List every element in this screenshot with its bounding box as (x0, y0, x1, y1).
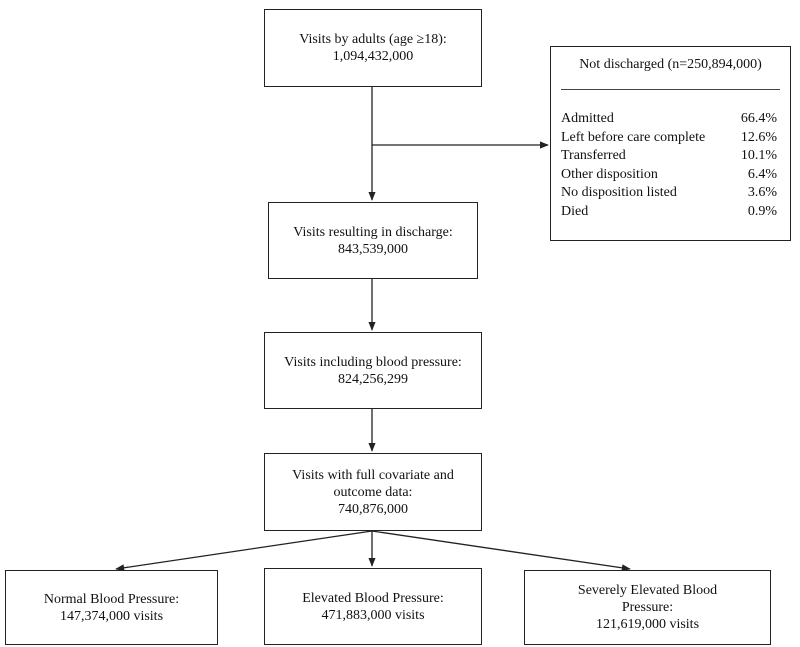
disposition-row-died: Died 0.9% (561, 203, 777, 222)
disposition-row-other: Other disposition 6.4% (561, 166, 777, 185)
adults-visits-label: Visits by adults (age ≥18): (299, 32, 447, 47)
bp-visits-box: Visits including blood pressure: 824,256… (264, 332, 482, 409)
covariate-visits-label-line2: outcome data: (333, 484, 413, 500)
severe-bp-box: Severely Elevated Blood Pressure: 121,61… (524, 570, 771, 645)
normal-bp-label: Normal Blood Pressure: (43, 591, 180, 607)
bp-visits-label: Visits including blood pressure: (284, 354, 462, 370)
normal-bp-count: 147,374,000 visits (59, 608, 164, 624)
disposition-percent: 10.1% (740, 148, 777, 163)
disposition-row-left-before-care: Left before care complete 12.6% (561, 129, 777, 148)
disposition-percent: 6.4% (747, 166, 777, 182)
disposition-label: Admitted (561, 111, 614, 126)
not-discharged-title: Not discharged (n=250,894,000) (579, 57, 762, 72)
disposition-percent: 66.4% (740, 111, 777, 126)
discharge-visits-count: 843,539,000 (338, 241, 408, 257)
not-discharged-divider (561, 89, 780, 90)
normal-bp-box: Normal Blood Pressure: 147,374,000 visit… (5, 570, 218, 645)
adults-visits-count: 1,094,432,000 (332, 49, 414, 64)
disposition-label: Died (561, 203, 589, 219)
disposition-row-admitted: Admitted 66.4% (561, 110, 777, 129)
arrow-covariate-to-normal (115, 530, 373, 572)
discharge-visits-label: Visits resulting in discharge: (293, 224, 453, 240)
covariate-visits-label-line1: Visits with full covariate and (292, 467, 454, 483)
disposition-label: No disposition listed (561, 185, 677, 200)
disposition-row-transferred: Transferred 10.1% (561, 147, 777, 166)
bp-visits-count: 824,256,299 (338, 371, 408, 387)
disposition-percent: 12.6% (740, 129, 777, 145)
disposition-percent: 3.6% (747, 185, 777, 200)
severe-bp-label-line2: Pressure: (621, 600, 674, 615)
adults-visits-box: Visits by adults (age ≥18): 1,094,432,00… (264, 9, 482, 87)
elevated-bp-box: Elevated Blood Pressure: 471,883,000 vis… (264, 568, 482, 645)
elevated-bp-label: Elevated Blood Pressure: (302, 590, 444, 606)
disposition-label: Left before care complete (561, 129, 706, 145)
severe-bp-label-line1: Severely Elevated Blood (577, 583, 718, 598)
not-discharged-list: Admitted 66.4% Left before care complete… (561, 110, 777, 221)
covariate-visits-count: 740,876,000 (338, 501, 408, 517)
severe-bp-count: 121,619,000 visits (595, 617, 700, 632)
arrow-covariate-to-severe (371, 530, 631, 572)
not-discharged-box: Not discharged (n=250,894,000) Admitted … (550, 46, 791, 241)
disposition-row-none-listed: No disposition listed 3.6% (561, 184, 777, 203)
discharge-visits-box: Visits resulting in discharge: 843,539,0… (268, 202, 478, 279)
covariate-visits-box: Visits with full covariate and outcome d… (264, 453, 482, 531)
disposition-label: Transferred (561, 148, 626, 163)
elevated-bp-count: 471,883,000 visits (321, 607, 425, 623)
disposition-percent: 0.9% (747, 203, 777, 219)
disposition-label: Other disposition (561, 166, 658, 182)
